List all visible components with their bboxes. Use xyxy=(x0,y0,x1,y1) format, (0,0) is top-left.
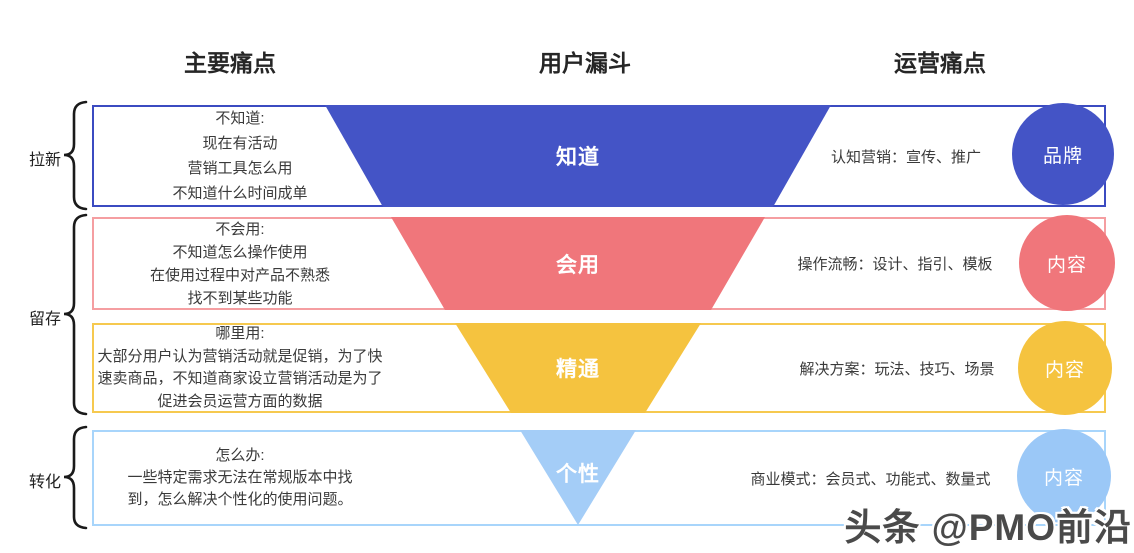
pain-text-can-use: 不会用: 不知道怎么操作使用 在使用过程中对产品不熟悉 找不到某些功能 xyxy=(94,217,386,310)
pain-line: 速卖商品，不知道商家设立营销活动是为了 xyxy=(97,370,383,387)
brace-acquisition xyxy=(63,100,88,211)
brace-retention xyxy=(63,213,88,416)
ops-text-know: 认知营销：宣传、推广 xyxy=(830,148,981,166)
pain-line: 怎么办: xyxy=(215,447,265,464)
pain-line: 一些特定需求无法在常规版本中找 xyxy=(127,469,353,486)
ops-text-can-use: 操作流畅：设计、指引、模板 xyxy=(797,256,993,273)
pain-text-personal: 怎么办: 一些特定需求无法在常规版本中找 到，怎么解决个性化的使用问题。 xyxy=(94,430,386,526)
ops-text-master: 解决方案：玩法、技巧、场景 xyxy=(799,360,995,378)
pain-line: 不会用: xyxy=(215,220,265,238)
pain-line: 不知道怎么操作使用 xyxy=(172,243,308,261)
badge-brand: 品牌 xyxy=(1012,103,1114,205)
header-ops-pain-points: 运营痛点 xyxy=(894,50,986,76)
stage-label-retention: 留存 xyxy=(28,311,61,328)
funnel-label-can-use: 会用 xyxy=(556,253,600,277)
pain-line: 现在有活动 xyxy=(202,135,278,152)
funnel-label-know: 知道 xyxy=(556,146,600,169)
brace-conversion xyxy=(63,425,88,530)
pain-line: 哪里用: xyxy=(215,325,265,342)
pain-line: 促进会员运营方面的数据 xyxy=(157,392,323,410)
pain-text-master: 哪里用: 大部分用户认为营销活动就是促销，为了快 速卖商品，不知道商家设立营销活… xyxy=(94,323,386,413)
stage-label-conversion: 转化 xyxy=(28,474,61,491)
badge-content-3: 内容 xyxy=(1017,429,1111,523)
pain-line: 大部分用户认为营销活动就是促销，为了快 xyxy=(97,347,383,365)
ops-text-personal: 商业模式：会员式、功能式、数量式 xyxy=(750,470,991,488)
funnel-label-personal: 个性 xyxy=(556,463,600,486)
pain-text-know: 不知道: 现在有活动 营销工具怎么用 不知道什么时间成单 xyxy=(94,105,386,207)
pain-line: 找不到某些功能 xyxy=(187,289,293,307)
watermark-toutiao-pmo: 头条 @PMO前沿 xyxy=(844,507,1132,548)
pain-line: 在使用过程中对产品不熟悉 xyxy=(149,266,330,284)
badge-content-2: 内容 xyxy=(1018,321,1112,415)
pain-line: 不知道什么时间成单 xyxy=(172,185,308,202)
badge-content-1: 内容 xyxy=(1019,215,1115,311)
header-main-pain-points: 主要痛点 xyxy=(184,50,276,76)
pain-line: 到，怎么解决个性化的使用问题。 xyxy=(127,491,353,508)
funnel-label-master: 精通 xyxy=(556,358,600,381)
header-user-funnel: 用户漏斗 xyxy=(539,50,631,76)
stage-label-acquisition: 拉新 xyxy=(28,152,61,169)
pain-line: 营销工具怎么用 xyxy=(187,160,293,177)
pain-line: 不知道: xyxy=(215,110,265,127)
